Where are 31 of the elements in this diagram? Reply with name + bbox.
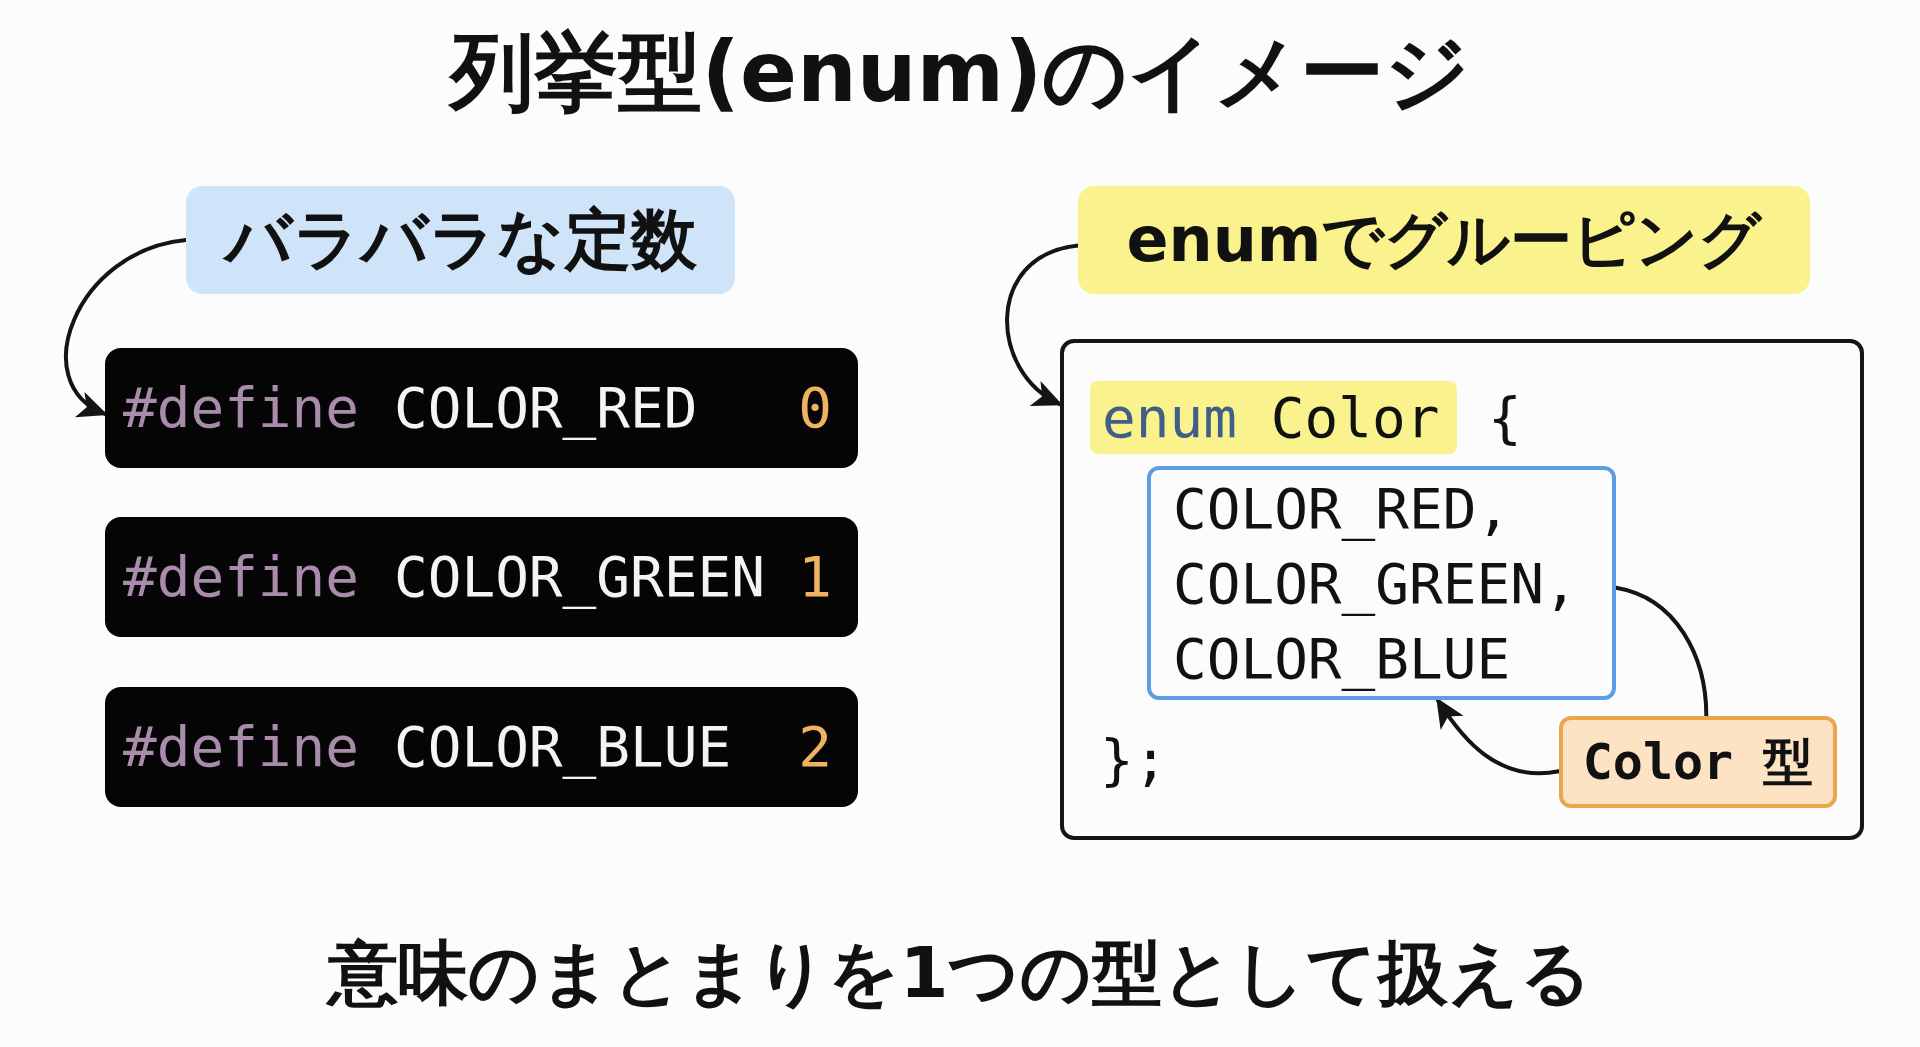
group-outline	[1147, 466, 1616, 700]
curved-arrow	[1435, 697, 1561, 776]
code-panel	[1060, 339, 1864, 840]
caption: 意味のまとまりを1つの型として扱える	[327, 931, 1593, 1016]
code-brace: {	[1488, 384, 1522, 452]
code-highlight	[1090, 381, 1457, 454]
directive-keyword: #define	[123, 543, 359, 611]
constant-name: COLOR_GREEN	[394, 543, 765, 611]
section-label: enumでグルーピング	[1078, 186, 1810, 294]
type-name: Color	[1270, 385, 1440, 450]
enum-keyword: enum	[1102, 385, 1237, 450]
code-line-panel	[105, 687, 858, 807]
enum-constant: COLOR_BLUE	[1173, 624, 1511, 693]
code-line-panel	[105, 348, 858, 468]
section-label: バラバラな定数	[186, 186, 735, 294]
constant-value: 0	[798, 374, 832, 442]
enum-constant: COLOR_RED,	[1173, 474, 1511, 543]
connector-line	[1614, 585, 1709, 718]
enum-constant: COLOR_GREEN,	[1173, 549, 1578, 618]
code-line-panel	[105, 517, 858, 637]
type-tag: Color 型	[1559, 716, 1837, 808]
constant-value: 1	[798, 543, 832, 611]
constant-name: COLOR_BLUE	[394, 713, 732, 781]
constant-name: COLOR_RED	[394, 374, 698, 442]
curved-arrow	[1005, 243, 1080, 407]
directive-keyword: #define	[123, 713, 359, 781]
directive-keyword: #define	[123, 374, 359, 442]
title: 列挙型(enum)のイメージ	[449, 22, 1471, 122]
constant-value: 2	[798, 713, 832, 781]
curved-arrow	[64, 238, 188, 416]
code-brace: };	[1100, 726, 1168, 794]
